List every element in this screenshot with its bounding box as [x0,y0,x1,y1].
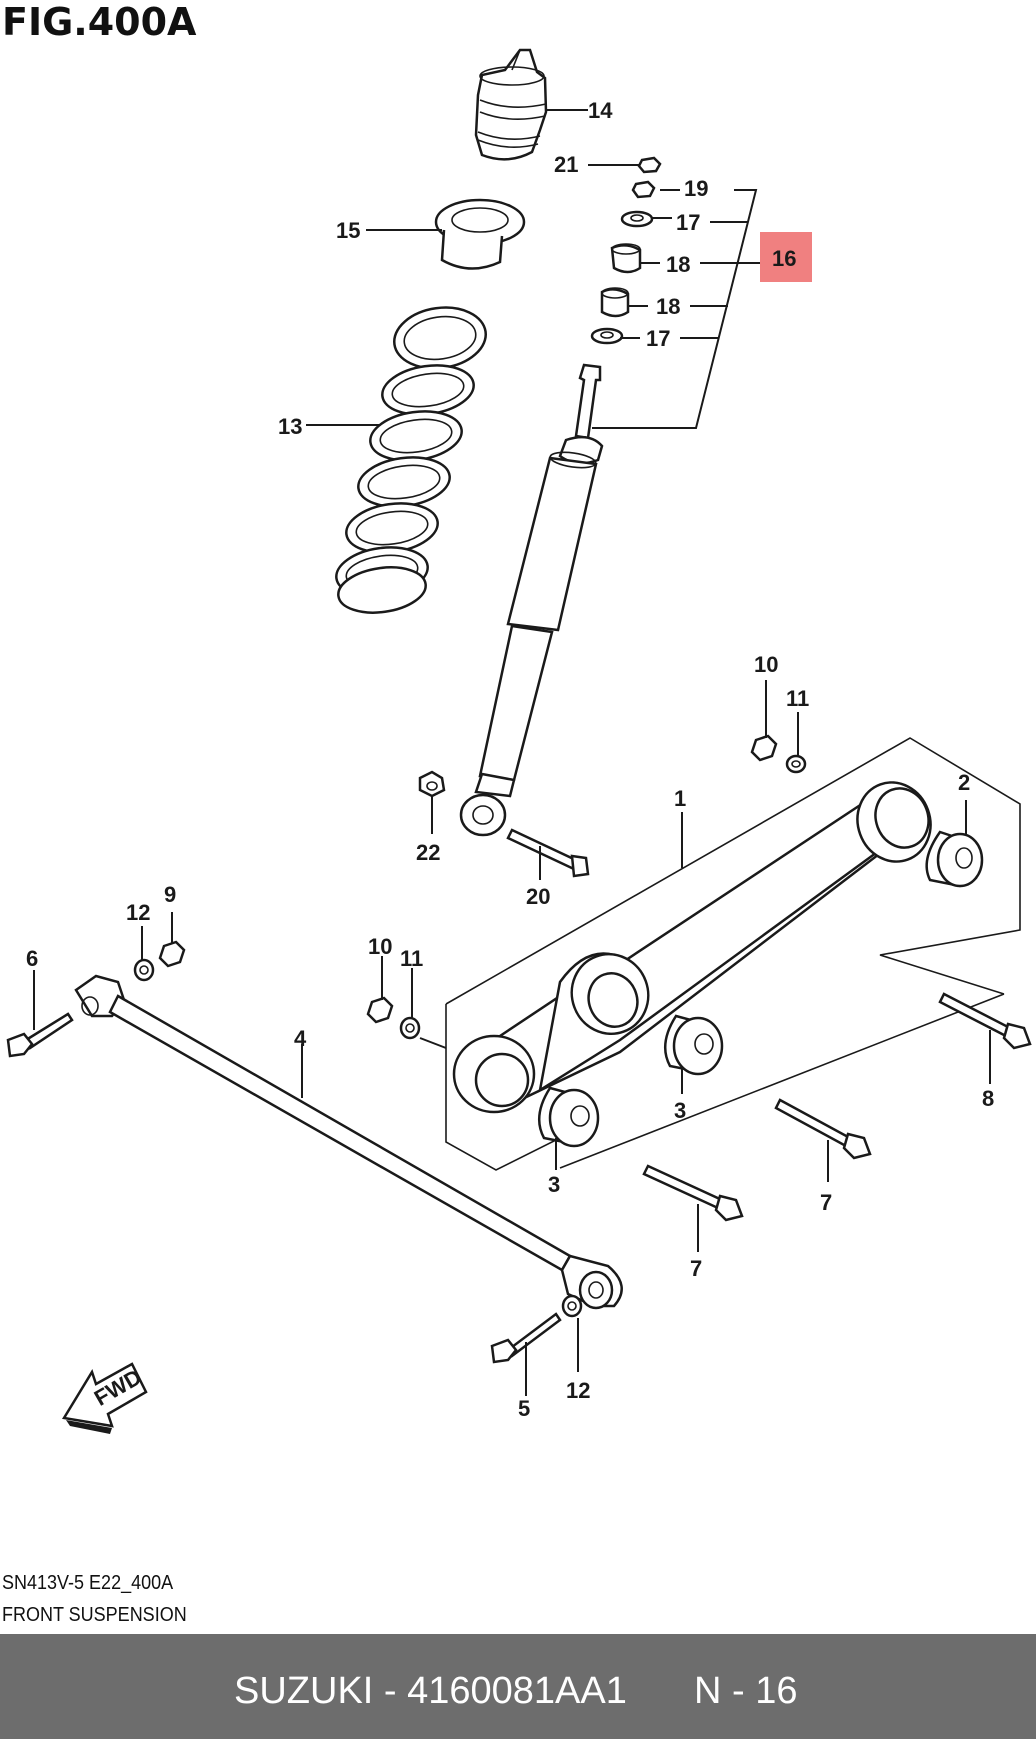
figure-title: FIG.400A [2,0,197,44]
callout-14: 14 [588,98,613,123]
callout-22: 22 [416,840,440,865]
callout-19: 19 [684,176,708,201]
shock-absorber-part [459,363,604,837]
callout-17-upper: 17 [676,210,700,235]
callout-17-lower: 17 [646,326,670,351]
callout-3-lower: 3 [548,1172,560,1197]
callout-10-mid: 10 [368,934,392,959]
nut-bolt-22-20 [418,770,590,878]
callout-12-top: 12 [126,900,150,925]
nut-washer-left [133,940,186,982]
callout-12-bottom: 12 [566,1378,590,1403]
callout-6: 6 [26,946,38,971]
highlighted-callout-16[interactable]: 16 [760,232,812,282]
callout-11-top: 11 [786,686,809,711]
bushing-2 [925,830,984,888]
highlight-label: 16 [772,246,796,271]
callout-3-upper: 3 [674,1098,686,1123]
callout-7-lower: 7 [690,1256,702,1281]
nut-washer-top-right [750,734,807,774]
footer-part-number: SUZUKI - 4160081AA1 [234,1670,627,1712]
callout-9: 9 [164,882,176,907]
callout-21: 21 [554,152,578,177]
callout-18-upper: 18 [666,252,690,277]
lateral-rod-part [74,974,623,1310]
callout-4: 4 [294,1026,307,1051]
control-arm-part [445,737,1021,1171]
callout-8: 8 [982,1086,994,1111]
shock-mount-hardware [590,156,662,345]
bolt-8 [938,992,1032,1050]
callout-5: 5 [518,1396,530,1421]
spring-seat-part [434,198,526,270]
callout-7-upper: 7 [820,1190,832,1215]
exploded-parts-diagram: FWD 14 21 19 17 18 18 17 15 13 10 11 1 2… [6,48,1032,1434]
callout-10-top: 10 [754,652,778,677]
bushing-3-lower [537,1086,600,1148]
drawing-code: SN413V-5 E22_400A [2,1572,174,1594]
callout-18-lower: 18 [656,294,680,319]
callout-20: 20 [526,884,550,909]
callout-15: 15 [336,218,360,243]
bolt-7-lower [642,1164,744,1222]
callout-2: 2 [958,770,970,795]
forward-arrow-icon: FWD [61,1362,148,1434]
footer-bar: SUZUKI - 4160081AA1 N - 16 [0,1634,1036,1739]
figure-caption: FRONT SUSPENSION [2,1604,187,1626]
bolt-7-upper [774,1098,872,1160]
bump-stopper-part [474,48,548,161]
bolt-6 [6,1012,74,1058]
bolt-5-washer-12 [490,1294,583,1364]
coil-spring-part [335,306,487,614]
bushing-3-upper [663,1014,724,1076]
callout-13: 13 [278,414,302,439]
footer-reference: N - 16 [694,1670,798,1712]
nut-washer-middle [366,996,421,1040]
callout-11-mid: 11 [400,946,423,971]
callout-1: 1 [674,786,686,811]
